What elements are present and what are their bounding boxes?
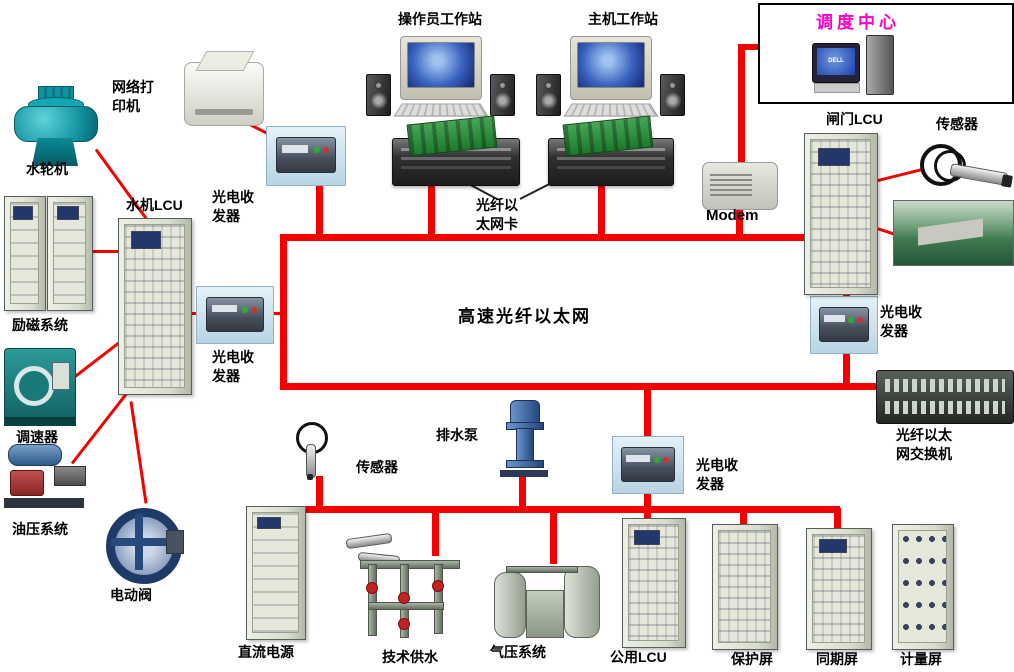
dell-tower-icon (866, 35, 894, 95)
dc-power-label: 直流电源 (238, 644, 294, 660)
electric-valve-label: 电动阀 (110, 587, 152, 603)
link-excitation-lcu (90, 250, 122, 253)
drain-pump-image (496, 400, 551, 478)
sensor-right-image (918, 138, 1013, 196)
speaker-icon (536, 74, 561, 116)
drop-transceiver-bottom (644, 388, 651, 438)
host-workstation-label: 主机工作站 (588, 11, 658, 27)
drop-modem (736, 206, 743, 238)
dispatch-center-box: 调度中心 DELL (758, 3, 1014, 104)
probe-icon (949, 163, 1009, 186)
drop-server2 (598, 182, 605, 238)
oil-pressure-system-image (2, 438, 88, 518)
crt-monitor-icon (570, 36, 652, 100)
transceiver-top-label: 光电收发器 (212, 189, 254, 224)
oil-system-label: 油压系统 (12, 521, 68, 537)
fiber-switch-label: 光纤以太网交换机 (896, 427, 952, 462)
tech-water-image (356, 552, 464, 640)
excitation-label: 励磁系统 (12, 317, 68, 333)
host-workstation-image (536, 36, 685, 118)
transceiver-right-label: 光电收发器 (880, 304, 922, 339)
turbine-image (10, 86, 102, 168)
riser-pump (519, 474, 526, 508)
network-printer-label: 网络打印机 (112, 79, 154, 114)
drop-protection (740, 508, 747, 526)
probe-icon (345, 532, 393, 550)
sync-panel-label: 同期屏 (816, 651, 858, 667)
modem-label: Modem (706, 207, 759, 224)
air-system-label: 气压系统 (490, 644, 546, 660)
operator-workstation-label: 操作员工作站 (398, 11, 482, 27)
drain-pump-label: 排水泵 (436, 427, 478, 443)
governor-image (4, 348, 76, 426)
drop-air-system (550, 508, 557, 564)
turbine-label: 水轮机 (26, 161, 68, 177)
metering-panel-label: 计量屏 (900, 651, 942, 667)
backbone-top-line (280, 234, 852, 241)
transceiver-right-image (810, 296, 878, 354)
speaker-icon (660, 74, 685, 116)
sensor-mid-label: 传感器 (356, 459, 398, 475)
governor-label: 调速器 (16, 429, 58, 445)
common-lcu-label: 公用LCU (610, 649, 667, 665)
common-lcu-cabinet-image (622, 518, 686, 648)
distribution-line (274, 506, 840, 513)
transceiver-left-label: 光电收发器 (212, 349, 254, 384)
drop-tech-water (432, 508, 439, 556)
dispatch-center-label: 调度中心 (816, 13, 900, 32)
transceiver-left-image (196, 286, 274, 344)
protection-panel-label: 保护屏 (731, 651, 773, 667)
line-dispatch-stub (738, 44, 762, 50)
keyboard-icon (393, 103, 489, 117)
hydro-lcu-label: 水机LCU (126, 197, 183, 213)
dell-screen-brand: DELL (817, 48, 855, 75)
tech-water-label: 技术供水 (382, 649, 438, 665)
link-gatelcu-sensor (873, 167, 923, 183)
link-valve-lcu (129, 401, 148, 504)
drop-common-lcu (644, 490, 651, 520)
link-lcu-transceiver-left (190, 312, 200, 315)
link-transceiver-left-ring (270, 312, 284, 315)
transceiver-bottom-label: 光电收发器 (696, 457, 738, 492)
air-system-image (492, 562, 604, 640)
sensor-right-label: 传感器 (936, 116, 978, 132)
metering-panel-image (892, 524, 954, 650)
excitation-cabinets-image (4, 196, 93, 311)
line-dispatch-modem (738, 44, 745, 166)
dc-power-cabinet-image (246, 506, 306, 640)
gate-lcu-cabinet-image (804, 133, 878, 295)
dam-photo (893, 200, 1014, 266)
electric-valve-image (98, 502, 186, 584)
transceiver-top-image (266, 126, 346, 186)
speaker-icon (366, 74, 391, 116)
fiber-switch-image (876, 370, 1014, 424)
dell-computer-icon: DELL (812, 35, 902, 97)
drop-sync (834, 508, 841, 530)
drop-server1 (428, 182, 435, 238)
protection-panel-image (712, 524, 778, 650)
backbone-label: 高速光纤以太网 (458, 307, 591, 326)
sensor-mid-image (288, 422, 340, 480)
gate-lcu-label: 闸门LCU (826, 111, 883, 127)
drop-transceiver-top (316, 182, 323, 238)
keyboard-icon (563, 103, 659, 117)
modem-image (702, 162, 778, 210)
hydro-lcu-cabinet-image (118, 218, 192, 395)
network-printer-image (184, 62, 264, 126)
operator-workstation-image (366, 36, 515, 118)
speaker-icon (490, 74, 515, 116)
riser-sensor-mid (316, 476, 323, 508)
probe-icon (306, 444, 316, 478)
fiber-card-label: 光纤以太网卡 (476, 197, 518, 232)
dell-keyboard-icon (814, 83, 860, 93)
sync-panel-image (806, 528, 872, 650)
backbone-bottom-line (280, 383, 878, 390)
transceiver-bottom-image (612, 436, 684, 494)
crt-monitor-icon (400, 36, 482, 100)
